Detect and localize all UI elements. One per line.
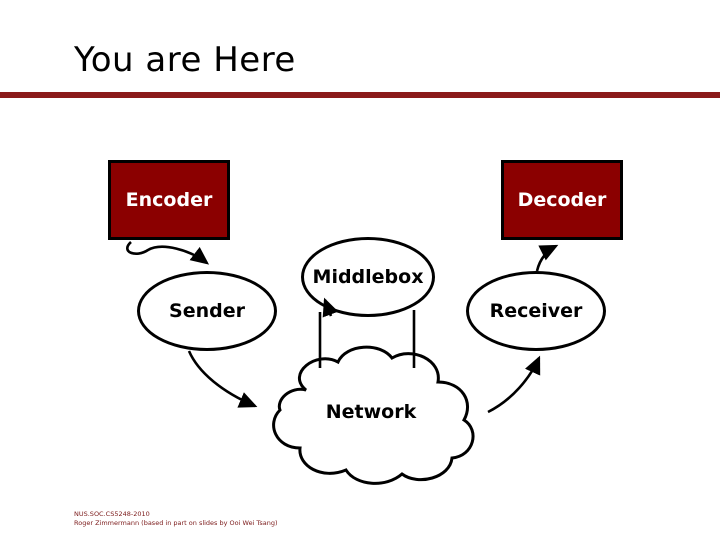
node-middlebox[interactable]: Middlebox <box>301 237 435 317</box>
title-divider <box>0 92 720 98</box>
node-decoder-label: Decoder <box>517 189 607 211</box>
edge-receiver-decoder <box>535 244 559 272</box>
node-sender[interactable]: Sender <box>137 271 277 351</box>
footer: NUS.SOC.CS5248-2010 Roger Zimmermann (ba… <box>74 510 277 529</box>
node-receiver[interactable]: Receiver <box>466 271 606 351</box>
footer-line-1: NUS.SOC.CS5248-2010 <box>74 510 150 518</box>
node-middlebox-label: Middlebox <box>312 266 424 288</box>
footer-line-2: Roger Zimmermann (based in part on slide… <box>74 519 278 528</box>
page-title: You are Here <box>74 40 296 80</box>
edge-encoder-sender <box>126 241 210 265</box>
node-encoder-label: Encoder <box>125 189 213 211</box>
node-receiver-label: Receiver <box>489 300 583 322</box>
network-cloud-shape <box>272 345 475 485</box>
node-decoder[interactable]: Decoder <box>501 160 623 240</box>
node-encoder[interactable]: Encoder <box>108 160 230 240</box>
node-sender-label: Sender <box>169 300 245 322</box>
